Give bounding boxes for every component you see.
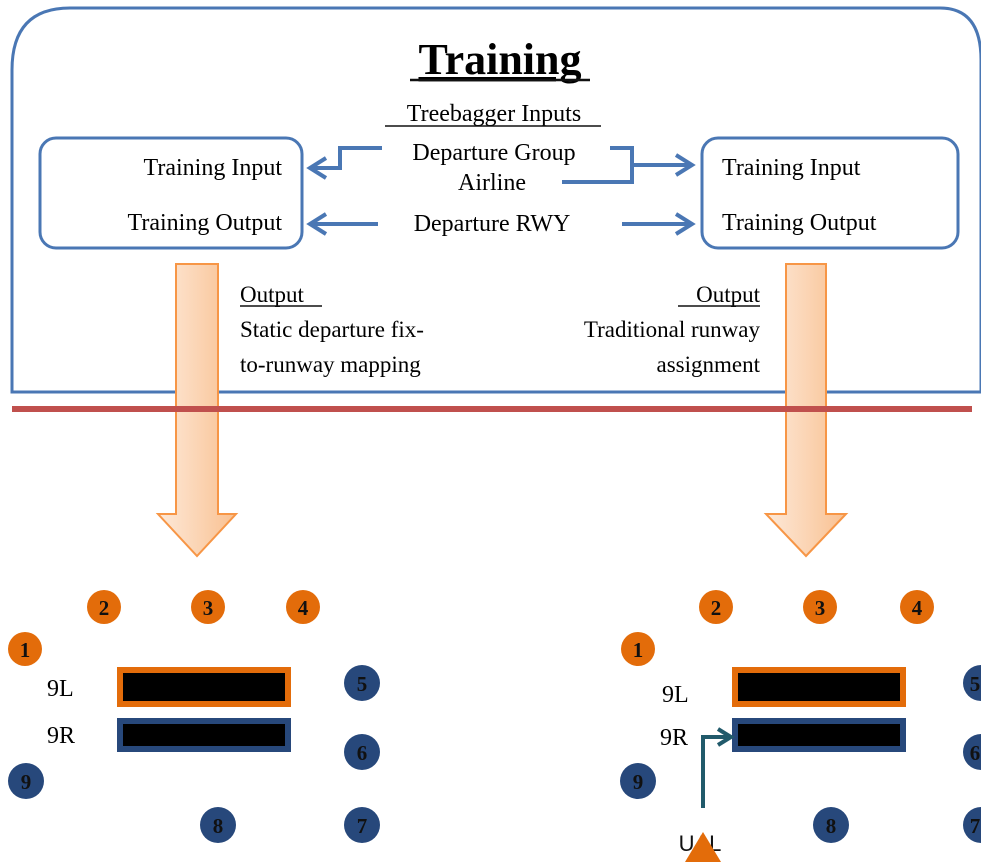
arrow-group-to-left-input (312, 146, 382, 170)
left-training-input: Training Input (144, 155, 283, 181)
left-output-heading: Output (240, 282, 305, 307)
svg-text:5: 5 (970, 672, 981, 696)
connector-arrows (306, 146, 696, 236)
left-runway-label-9l: 9L (47, 676, 74, 702)
right-training-box (700, 136, 960, 250)
right-runway-label-9r: 9R (660, 725, 688, 751)
svg-text:7: 7 (357, 814, 368, 838)
arrow-head-left-input (306, 156, 328, 180)
right-fix-1: 1 (621, 632, 655, 666)
svg-text:9: 9 (21, 770, 32, 794)
right-airport: 9L 9R 1 2 3 4 5 6 7 8 9 UAL (620, 590, 981, 862)
right-output-line2: assignment (657, 352, 761, 377)
left-fix-4: 4 (286, 590, 320, 624)
training-panel (10, 6, 981, 394)
svg-text:3: 3 (203, 596, 214, 620)
svg-text:5: 5 (357, 672, 368, 696)
svg-text:6: 6 (970, 741, 981, 765)
right-fix-8: 8 (813, 807, 849, 843)
aircraft-icon (685, 832, 721, 862)
svg-text:7: 7 (970, 814, 981, 838)
right-fix-4: 4 (900, 590, 934, 624)
right-fix-3: 3 (803, 590, 837, 624)
aircraft-path-arrow (701, 735, 728, 808)
svg-text:1: 1 (20, 638, 31, 662)
input-departure-rwy: Departure RWY (414, 211, 571, 237)
left-fix-2: 2 (87, 590, 121, 624)
right-runway-9l (732, 667, 906, 707)
right-runway-label-9l: 9L (662, 682, 689, 708)
left-runway-9r (117, 718, 291, 752)
left-fix-1: 1 (8, 632, 42, 666)
left-output-line1: Static departure fix- (240, 317, 424, 342)
aircraft-path-arrowhead (716, 727, 735, 747)
right-output-line1: Traditional runway (584, 317, 761, 342)
left-fix-5: 5 (344, 665, 380, 701)
svg-text:6: 6 (357, 741, 368, 765)
svg-text:4: 4 (912, 596, 923, 620)
svg-text:2: 2 (711, 596, 722, 620)
svg-text:9: 9 (633, 770, 644, 794)
svg-text:1: 1 (633, 638, 644, 662)
input-airline: Airline (458, 170, 526, 196)
left-training-output: Training Output (128, 210, 283, 236)
left-fix-6: 6 (344, 734, 380, 770)
svg-text:3: 3 (815, 596, 826, 620)
svg-text:2: 2 (99, 596, 110, 620)
inputs-heading: Treebagger Inputs (407, 101, 581, 127)
right-training-output: Training Output (722, 210, 877, 236)
right-fix-9: 9 (620, 763, 656, 799)
right-runway-9r (732, 718, 906, 752)
right-fix-6: 6 (963, 734, 981, 770)
svg-text:4: 4 (298, 596, 309, 620)
left-airport: 9L 9R 1 2 3 4 5 6 7 8 9 (8, 590, 380, 843)
arrow-head-right-output (674, 212, 696, 236)
left-runway-9l (117, 667, 291, 707)
left-fix-8: 8 (200, 807, 236, 843)
left-training-box (38, 136, 304, 250)
page-title: Training (418, 35, 581, 84)
right-fix-7: 7 (963, 807, 981, 843)
svg-text:8: 8 (213, 814, 224, 838)
left-fix-3: 3 (191, 590, 225, 624)
left-runway-label-9r: 9R (47, 723, 75, 749)
right-fix-2: 2 (699, 590, 733, 624)
input-departure-group: Departure Group (412, 140, 575, 166)
right-training-input: Training Input (722, 155, 861, 181)
svg-text:8: 8 (826, 814, 837, 838)
right-fix-5: 5 (963, 665, 981, 701)
left-output-line2: to-runway mapping (240, 352, 421, 377)
left-fix-9: 9 (8, 763, 44, 799)
right-output-heading: Output (696, 282, 761, 307)
arrow-head-left-output (306, 212, 328, 236)
arrow-head-right-input (674, 153, 696, 177)
left-fix-7: 7 (344, 807, 380, 843)
